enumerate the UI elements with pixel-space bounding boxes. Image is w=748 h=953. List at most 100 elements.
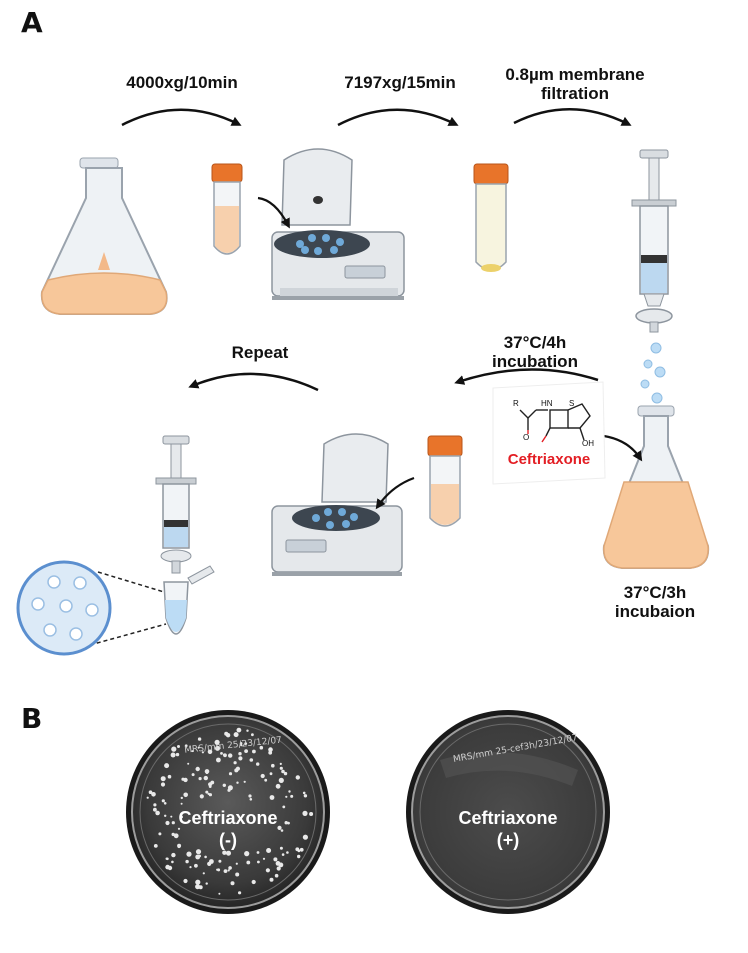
bacterial-colony — [262, 857, 266, 860]
bacterial-colony — [235, 862, 238, 865]
bacterial-colony — [285, 795, 288, 798]
bacterial-colony — [252, 749, 256, 754]
bacterial-colony — [243, 780, 246, 783]
bacterial-colony — [201, 751, 204, 754]
plate-plus-name: Ceftriaxone — [458, 808, 558, 828]
bacterial-colony — [228, 753, 233, 758]
arrow-incubation — [454, 368, 599, 385]
bacterial-colony — [177, 827, 181, 830]
bacterial-colony — [158, 832, 162, 836]
bacterial-colony — [194, 863, 198, 868]
treatment-flask — [602, 405, 710, 569]
bacterial-colony — [191, 750, 194, 753]
bacterial-colony — [171, 821, 175, 825]
atom-oh: OH — [582, 439, 594, 448]
bacterial-colony — [240, 744, 243, 747]
plate-minus-name: Ceftriaxone — [178, 808, 278, 828]
bacterial-colony — [244, 851, 250, 857]
bacterial-colony — [265, 868, 270, 873]
bacterial-colony — [195, 884, 201, 890]
bacterial-colony — [222, 850, 227, 855]
bacterial-colony — [284, 821, 288, 825]
bacterial-colony — [266, 848, 272, 853]
step-label-filtration-line2: filtration — [541, 83, 609, 103]
step-label-filtration-line1: 0.8µm membrane — [505, 65, 645, 84]
bacterial-colony — [153, 844, 158, 848]
bacterial-colony — [277, 825, 282, 831]
bacterial-colony — [173, 833, 179, 839]
atom-s: S — [569, 399, 575, 408]
bacterial-colony — [236, 727, 242, 733]
bacterial-colony — [204, 769, 210, 774]
bacterial-colony — [177, 745, 180, 748]
plate-minus-label: Ceftriaxone (-) — [168, 808, 288, 851]
bacterial-colony — [199, 794, 204, 799]
bacterial-colony — [227, 785, 233, 791]
atom-h-n: HN — [541, 399, 553, 409]
bacterial-colony — [205, 882, 208, 885]
step-label-incubation-3h: 37°C/3h incubaion — [590, 583, 720, 621]
centrifuge-1 — [257, 148, 405, 300]
plate-plus-sign: (+) — [496, 829, 520, 850]
bacterial-colony — [286, 851, 289, 854]
bacterial-colony — [189, 866, 192, 869]
bacterial-colony — [165, 820, 170, 826]
bacterial-colony — [184, 744, 188, 748]
bacterial-colony — [160, 782, 166, 787]
bacterial-colony — [171, 852, 176, 858]
step-label-repeat: Repeat — [231, 343, 289, 362]
bacterial-colony — [309, 812, 314, 816]
bacterial-colony — [276, 866, 281, 871]
tube-2 — [473, 163, 509, 272]
bacterial-colony — [195, 766, 200, 772]
bacterial-colony — [283, 771, 288, 776]
bacterial-colony — [198, 777, 202, 781]
bacterial-colony — [165, 857, 168, 860]
arrow-step1 — [121, 108, 242, 127]
bacterial-colony — [223, 753, 226, 757]
bacterial-colony — [281, 853, 285, 856]
bacterial-colony — [209, 859, 214, 864]
bacterial-colony — [233, 761, 237, 765]
bacterial-colony — [187, 762, 190, 765]
bacterial-colony — [183, 878, 188, 884]
bacterial-colony — [203, 775, 208, 781]
step-label-incubation-3h-line2: incubaion — [614, 601, 696, 621]
bacterial-colony — [220, 752, 223, 755]
bacterial-colony — [155, 810, 160, 816]
bacterial-colony — [244, 749, 249, 753]
bacterial-colony — [228, 866, 232, 870]
bacterial-colony — [235, 766, 240, 771]
bacterial-colony — [248, 794, 252, 798]
bacterial-colony — [256, 851, 260, 854]
bacterial-colony — [195, 849, 202, 855]
bacterial-colony — [269, 772, 273, 776]
step-label-filtration: 0.8µm membrane filtration — [480, 65, 670, 103]
bacterial-colony — [151, 792, 156, 797]
bacterial-colony — [264, 778, 268, 782]
bacterial-colony — [191, 773, 195, 777]
panel-label-a: A — [21, 6, 43, 39]
bacterial-colony — [207, 749, 213, 755]
bacterial-colony — [238, 891, 242, 895]
bacterial-colony — [180, 802, 183, 805]
bacterial-colony — [269, 795, 275, 800]
bacterial-colony — [299, 847, 304, 852]
bacterial-colony — [274, 873, 279, 878]
atom-r: R — [513, 399, 519, 408]
bacterial-colony — [251, 733, 254, 737]
bacterial-colony — [259, 745, 264, 750]
step-label-incubation-4h: 37°C/4h incubation — [470, 333, 600, 371]
step-label-incubation-4h-line2: incubation — [492, 351, 578, 371]
bacterial-colony — [214, 739, 220, 745]
bacterial-colony — [161, 799, 165, 803]
bacterial-colony — [275, 783, 281, 789]
bacterial-colony — [275, 861, 281, 866]
bacterial-colony — [290, 794, 294, 798]
bacterial-colony — [195, 879, 201, 885]
bacterial-colony — [225, 733, 231, 738]
bacterial-colony — [279, 846, 283, 850]
bacterial-colony — [295, 775, 300, 780]
bacterial-colony — [246, 729, 249, 732]
bacterial-colony — [230, 881, 235, 886]
